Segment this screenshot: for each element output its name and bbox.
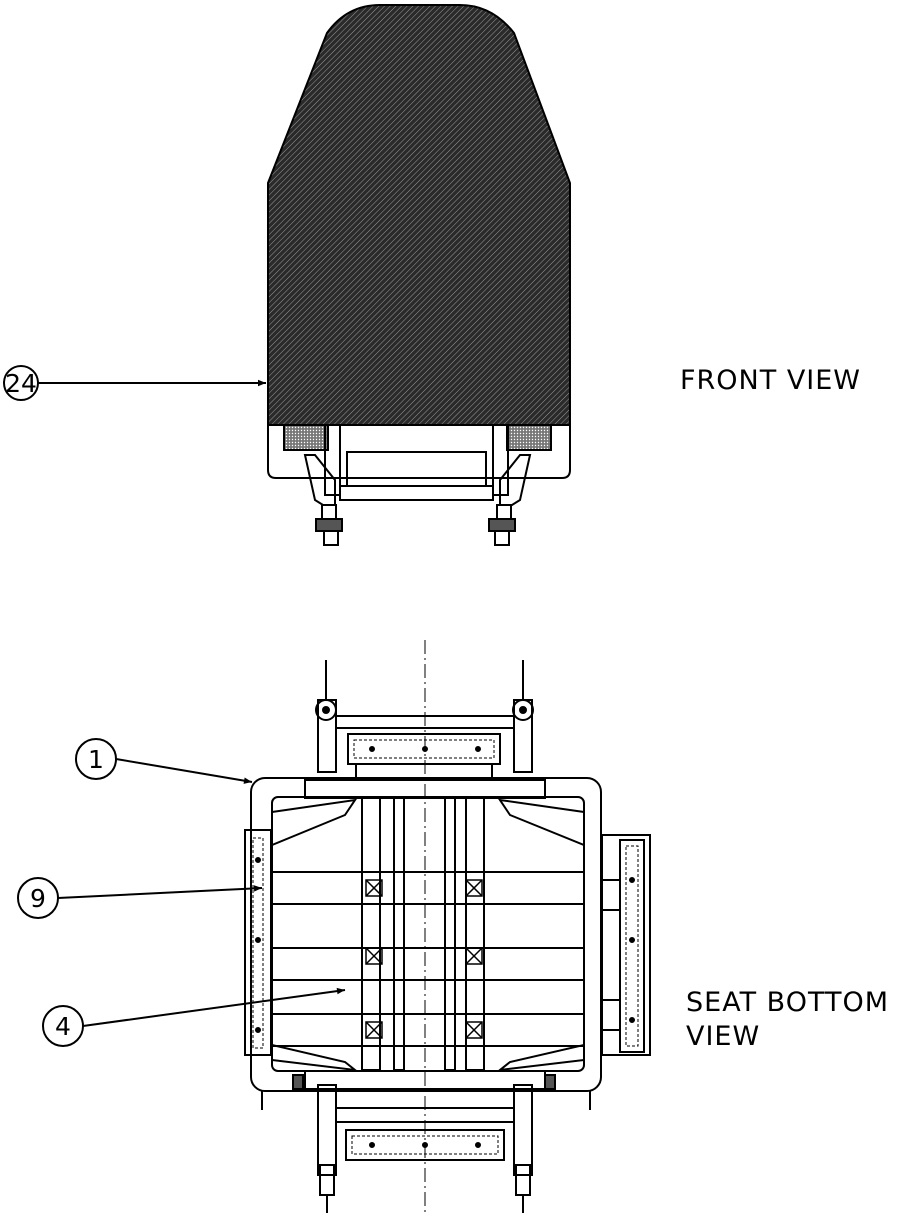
seat-bottom-view-label: SEAT BOTTOM VIEW xyxy=(686,986,889,1054)
strap-1 xyxy=(271,871,585,905)
front-frame-band xyxy=(267,395,571,479)
fastener-marks xyxy=(365,879,483,1039)
seat-bottom-view-label-line2: VIEW xyxy=(686,1021,761,1052)
callout-9: 9 xyxy=(17,877,263,919)
top-crossbar xyxy=(335,715,515,729)
callout-9-label: 9 xyxy=(30,884,46,913)
pan-bottom-left-corner xyxy=(271,1030,359,1072)
callout-1: 1 xyxy=(75,738,253,784)
front-right-foot-base xyxy=(494,530,510,546)
bottom-left-post xyxy=(317,1084,337,1176)
right-side-rail xyxy=(601,834,651,1056)
callout-24-label: 24 xyxy=(5,369,37,398)
pan-top-left-corner xyxy=(271,798,358,847)
seat-back-cushion xyxy=(267,4,571,426)
front-view-drawing xyxy=(267,4,571,546)
front-right-foot-stem xyxy=(496,504,512,520)
front-dotted-trim-right xyxy=(506,424,552,451)
front-left-foot-stem xyxy=(321,504,337,520)
left-side-rail xyxy=(244,829,272,1056)
front-left-foot-base xyxy=(323,530,339,546)
bottom-strip xyxy=(345,1129,505,1161)
callout-1-label: 1 xyxy=(88,745,104,774)
seat-bottom-view-drawing xyxy=(244,640,651,1213)
front-dotted-trim-left xyxy=(283,424,329,451)
front-base-left-post xyxy=(324,424,341,496)
front-left-foot xyxy=(315,518,343,532)
callout-4: 4 xyxy=(42,987,346,1047)
pan-top-right-corner xyxy=(497,798,585,847)
strap-2 xyxy=(271,947,585,981)
seat-bottom-view-label-line1: SEAT BOTTOM xyxy=(686,987,890,1018)
slat-left-b xyxy=(393,797,405,1071)
seat-frame-outer xyxy=(250,777,602,1092)
top-strip xyxy=(347,733,501,765)
front-right-leg xyxy=(499,454,532,506)
front-view-label: FRONT VIEW xyxy=(680,365,862,396)
slat-right-b xyxy=(444,797,456,1071)
strap-3 xyxy=(271,1013,585,1047)
callout-24: 24 xyxy=(3,365,266,401)
pan-bottom-right-corner xyxy=(496,1030,585,1072)
callout-4-label: 4 xyxy=(55,1012,71,1041)
seat-frame-inner xyxy=(271,796,585,1072)
front-right-foot xyxy=(488,518,516,532)
bottom-right-post xyxy=(513,1084,533,1176)
front-left-leg xyxy=(303,454,336,506)
front-base-inner-opening xyxy=(346,451,487,487)
slat-left-a xyxy=(361,797,381,1071)
front-base-crossbar xyxy=(339,485,494,501)
